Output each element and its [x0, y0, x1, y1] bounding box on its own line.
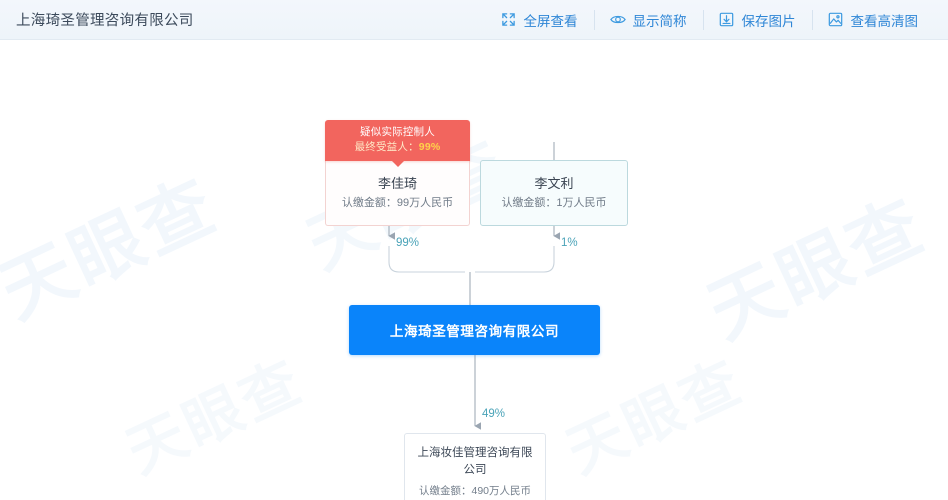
- controller-badge: 疑似实际控制人 最终受益人：99%: [325, 120, 470, 167]
- save-image-label: 保存图片: [741, 13, 796, 29]
- image-icon: [828, 12, 844, 28]
- company-main-name: 上海琦圣管理咨询有限公司: [389, 324, 560, 339]
- app-header: 上海琦圣管理咨询有限公司 全屏查看 显示简称: [0, 0, 948, 40]
- controller-body: 李佳琦 认缴金额：99万人民币: [325, 161, 470, 226]
- fullscreen-icon: [501, 12, 517, 28]
- watermark: 天眼查: [696, 184, 938, 354]
- view-hd-image-button[interactable]: 查看高清图: [811, 9, 935, 31]
- fullscreen-button[interactable]: 全屏查看: [485, 9, 594, 31]
- eye-icon: [609, 12, 626, 28]
- controller-capital: 认缴金额：99万人民币: [341, 197, 454, 209]
- fullscreen-label: 全屏查看: [523, 13, 578, 29]
- shareholder-2-capital: 认缴金额：1万人民币: [501, 197, 607, 209]
- watermark: 天眼查: [111, 335, 315, 490]
- equity-graph-canvas[interactable]: 天眼查 天眼查 天眼查 天眼查 天眼查 99% 1% 49% 疑似实际控制人 最…: [0, 40, 948, 500]
- edge-label-company-to-subcompany: 49%: [482, 408, 506, 420]
- toolbar: 全屏查看 显示简称 保存图片: [485, 0, 935, 39]
- company-sub-name: 上海妆佳管理咨询有限公司: [417, 447, 533, 476]
- view-hd-image-label: 查看高清图: [850, 13, 919, 29]
- shareholder-2-name: 李文利: [534, 176, 574, 191]
- show-abbreviation-button[interactable]: 显示简称: [593, 9, 703, 31]
- edge-label-shareholder2-to-company: 1%: [561, 237, 578, 249]
- show-abbreviation-label: 显示简称: [632, 13, 687, 29]
- company-sub-capital: 认缴金额：490万人民币: [418, 485, 532, 497]
- controller-badge-line2: 最终受益人：99%: [329, 140, 466, 155]
- watermark: 天眼查: [0, 164, 230, 334]
- controller-name: 李佳琦: [377, 176, 417, 191]
- download-icon: [719, 12, 735, 28]
- save-image-button[interactable]: 保存图片: [702, 9, 812, 31]
- node-company-main[interactable]: 上海琦圣管理咨询有限公司: [349, 305, 600, 355]
- node-company-sub[interactable]: 上海妆佳管理咨询有限公司 认缴金额：490万人民币: [404, 433, 546, 500]
- node-shareholder-2[interactable]: 李文利 认缴金额：1万人民币: [480, 160, 628, 226]
- node-controller[interactable]: 疑似实际控制人 最终受益人：99% 李佳琦 认缴金额：99万人民币: [325, 120, 470, 226]
- page-title: 上海琦圣管理咨询有限公司: [16, 13, 194, 29]
- beneficiary-label: 最终受益人：: [354, 141, 419, 153]
- beneficiary-percent: 99%: [418, 141, 441, 153]
- controller-badge-line1: 疑似实际控制人: [360, 126, 435, 138]
- edge-label-controller-to-company: 99%: [396, 237, 420, 249]
- watermark: 天眼查: [551, 335, 755, 490]
